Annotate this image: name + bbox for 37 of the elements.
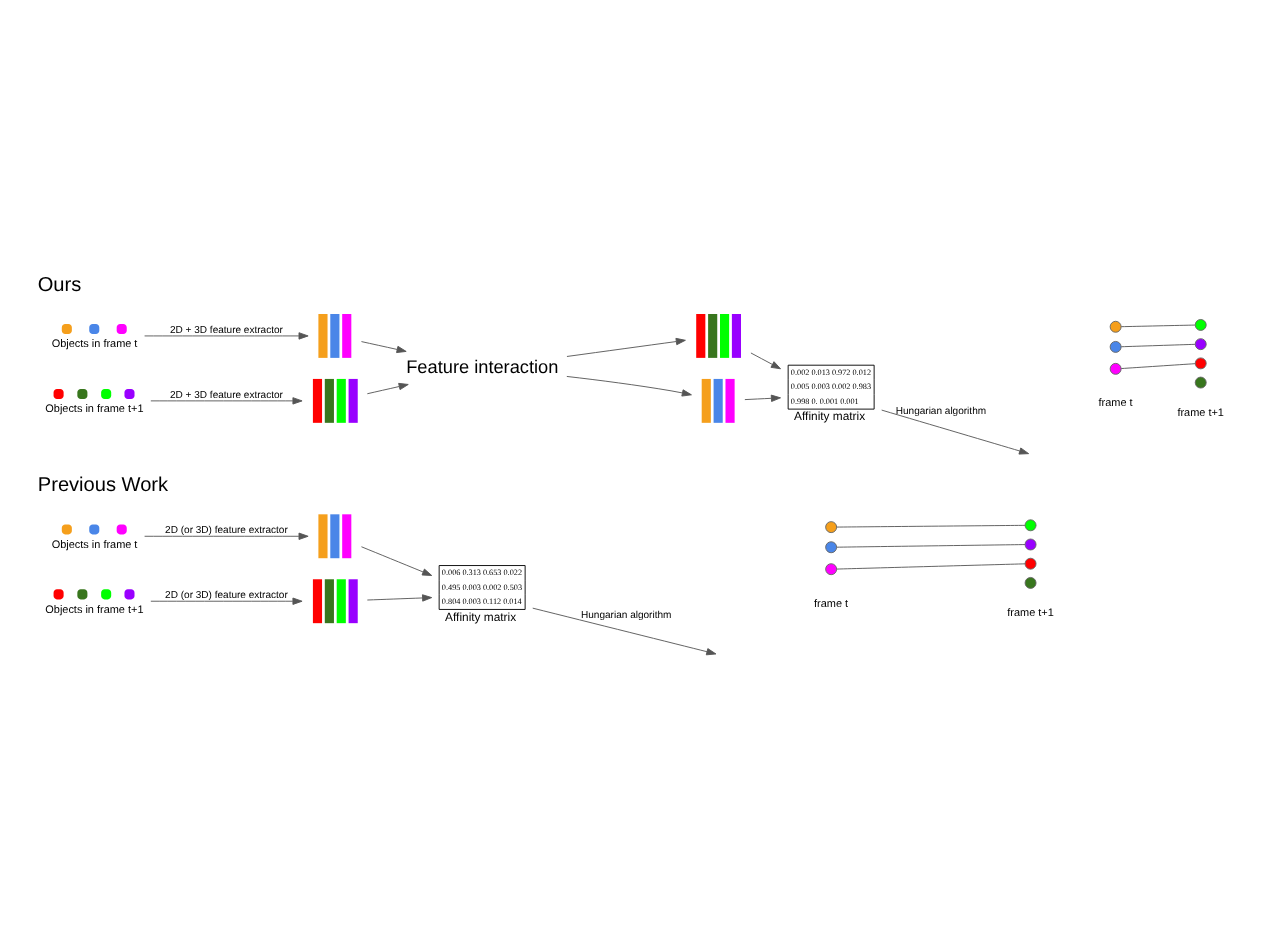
- node-circle: [825, 563, 838, 576]
- arrow: [150, 597, 303, 605]
- node-circle: [1194, 357, 1207, 370]
- label: Previous Work: [37, 475, 169, 498]
- arrow: [366, 382, 409, 395]
- node-circle: [1194, 338, 1207, 351]
- connector: [836, 544, 1026, 548]
- arrow: [750, 352, 781, 370]
- node-circle: [825, 521, 838, 534]
- arrow: [566, 376, 692, 397]
- arrow: [361, 341, 407, 354]
- arrow: [150, 397, 303, 405]
- node-circle: [1024, 557, 1037, 570]
- arrow: [566, 337, 686, 357]
- node-circle: [825, 541, 838, 554]
- node-circle: [1024, 519, 1037, 532]
- node-circle: [1109, 362, 1122, 375]
- arrow: [144, 532, 309, 540]
- connector: [1120, 343, 1196, 348]
- arrow: [881, 409, 1030, 455]
- connector: [836, 563, 1026, 570]
- arrow: [144, 332, 309, 340]
- label: Ours: [37, 274, 82, 297]
- arrow: [361, 546, 433, 576]
- connector: [1120, 363, 1196, 369]
- arrow: [366, 594, 433, 602]
- node-circle: [1109, 320, 1122, 333]
- node-circle: [1109, 340, 1122, 353]
- arrow: [532, 607, 717, 656]
- connector: [836, 524, 1026, 528]
- node-text: Feature interaction: [406, 356, 559, 377]
- node-circle: [1194, 319, 1207, 331]
- connector: [1120, 324, 1196, 328]
- node-circle: [1194, 376, 1207, 389]
- arrow: [744, 394, 781, 402]
- node-circle: [1024, 538, 1037, 551]
- node-circle: [1024, 576, 1037, 589]
